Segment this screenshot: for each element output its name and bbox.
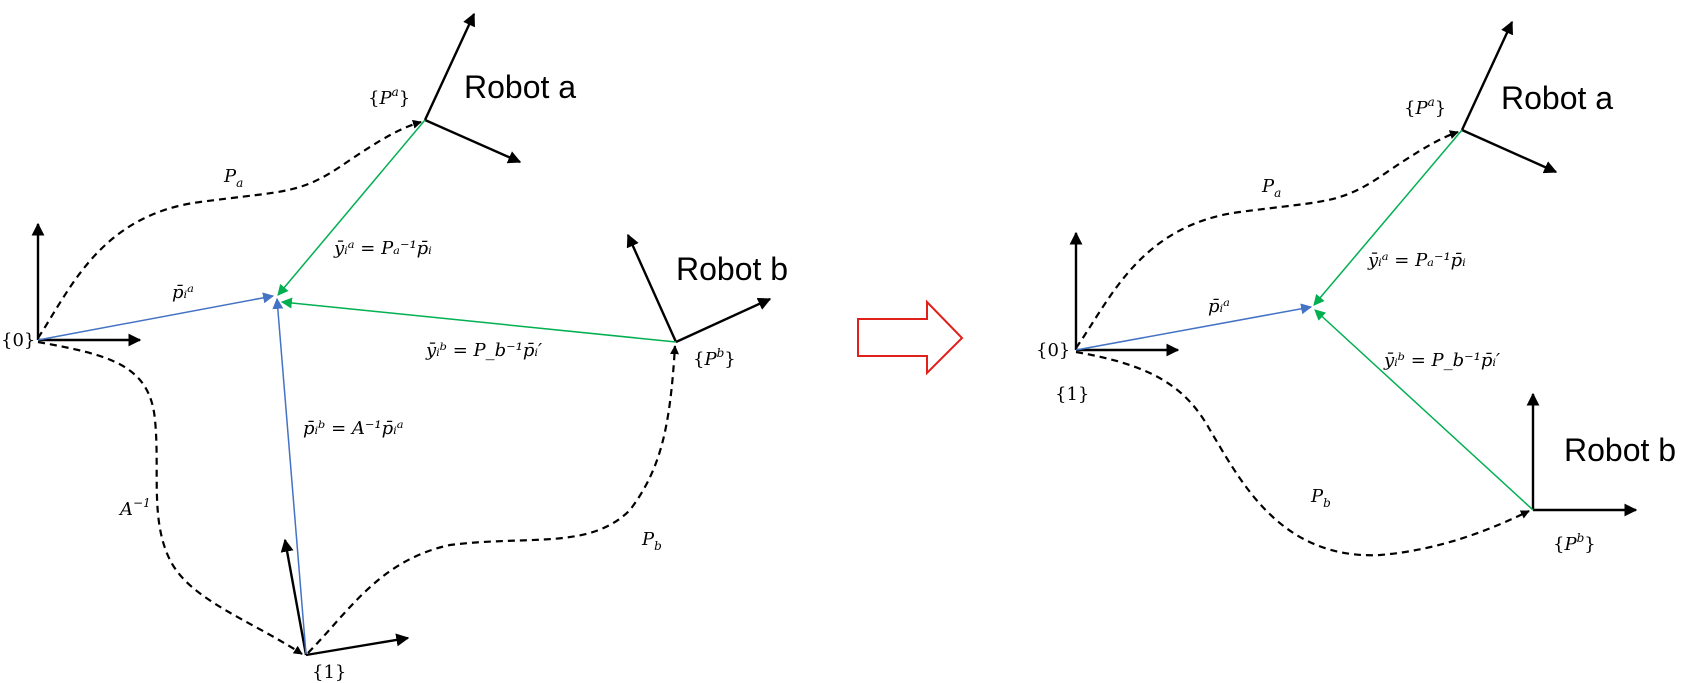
right-vector-pia: [1075, 303, 1313, 351]
left-vector-yia-label: ȳᵢᵃ = Pₐ⁻¹p̄ᵢ: [333, 238, 432, 259]
right-path-pb: [1075, 350, 1530, 557]
right-vector-yia-label: ȳᵢᵃ = Pₐ⁻¹p̄ᵢ: [1367, 250, 1466, 271]
left-frame-pa-axes: [423, 12, 522, 164]
left-vector-yia: [277, 119, 426, 296]
right-vector-yia: [1313, 129, 1463, 306]
right-frame-pa-label: {Pa}: [1404, 95, 1446, 119]
right-frame-pa-axes: [1460, 20, 1558, 174]
right-vector-pia-label: p̄ᵢᵃ: [1208, 296, 1230, 317]
left-vector-yib-label: ȳᵢᵇ = P_b⁻¹p̄ᵢ′: [425, 340, 542, 361]
left-robot-b-label: Robot b: [676, 251, 788, 287]
left-frame-1-label: {1}: [312, 662, 346, 683]
left-path-ainv: [37, 340, 303, 655]
right-path-pa-label: Pa: [1261, 176, 1281, 200]
left-diagram: Robot a Robot b {0} {1} {Pa} {Pb} Pa Pb …: [1, 12, 788, 683]
left-path-pb-label: Pb: [641, 529, 662, 553]
right-robot-a-label: Robot a: [1501, 80, 1613, 116]
left-frame-pa-label: {Pa}: [368, 85, 410, 109]
right-vector-yib: [1314, 309, 1534, 511]
right-vector-yib-label: ȳᵢᵇ = P_b⁻¹p̄ᵢ′: [1383, 350, 1500, 371]
left-frame-0-label: {0}: [1, 330, 35, 351]
right-diagram: Robot a Robot b {0} {1} {Pa} {Pb} Pa Pb …: [1036, 20, 1676, 557]
left-vector-pib: [272, 297, 307, 655]
right-path-pb-label: Pb: [1310, 486, 1331, 510]
right-frame-0-axes: [1069, 231, 1180, 357]
right-robot-b-label: Robot b: [1564, 432, 1676, 468]
left-path-pa-label: Pa: [223, 166, 243, 190]
right-path-pa: [1075, 130, 1459, 349]
left-robot-a-label: Robot a: [464, 69, 576, 105]
left-vector-pia: [37, 292, 275, 341]
left-frame-pb-label: {Pb}: [693, 346, 736, 370]
left-vector-pib-label: p̄ᵢᵇ = A⁻¹p̄ᵢᵃ: [303, 418, 404, 439]
right-frame-0-label: {0}: [1036, 340, 1070, 361]
left-vector-yib: [280, 297, 677, 343]
transition-arrow: [857, 299, 964, 376]
left-path-ainv-label: A−1: [118, 496, 151, 520]
left-path-pb: [307, 345, 680, 654]
right-frame-pb-label: {Pb}: [1553, 531, 1596, 555]
left-path-pa: [37, 119, 422, 339]
left-frame-1-axes: [280, 538, 410, 657]
left-frame-pb-axes: [626, 233, 772, 344]
left-vector-pia-label: p̄ᵢᵃ: [172, 282, 194, 303]
right-frame-pb-axes: [1526, 392, 1638, 517]
right-frame-1-label: {1}: [1055, 384, 1089, 405]
left-frame-0-axes: [31, 222, 142, 347]
